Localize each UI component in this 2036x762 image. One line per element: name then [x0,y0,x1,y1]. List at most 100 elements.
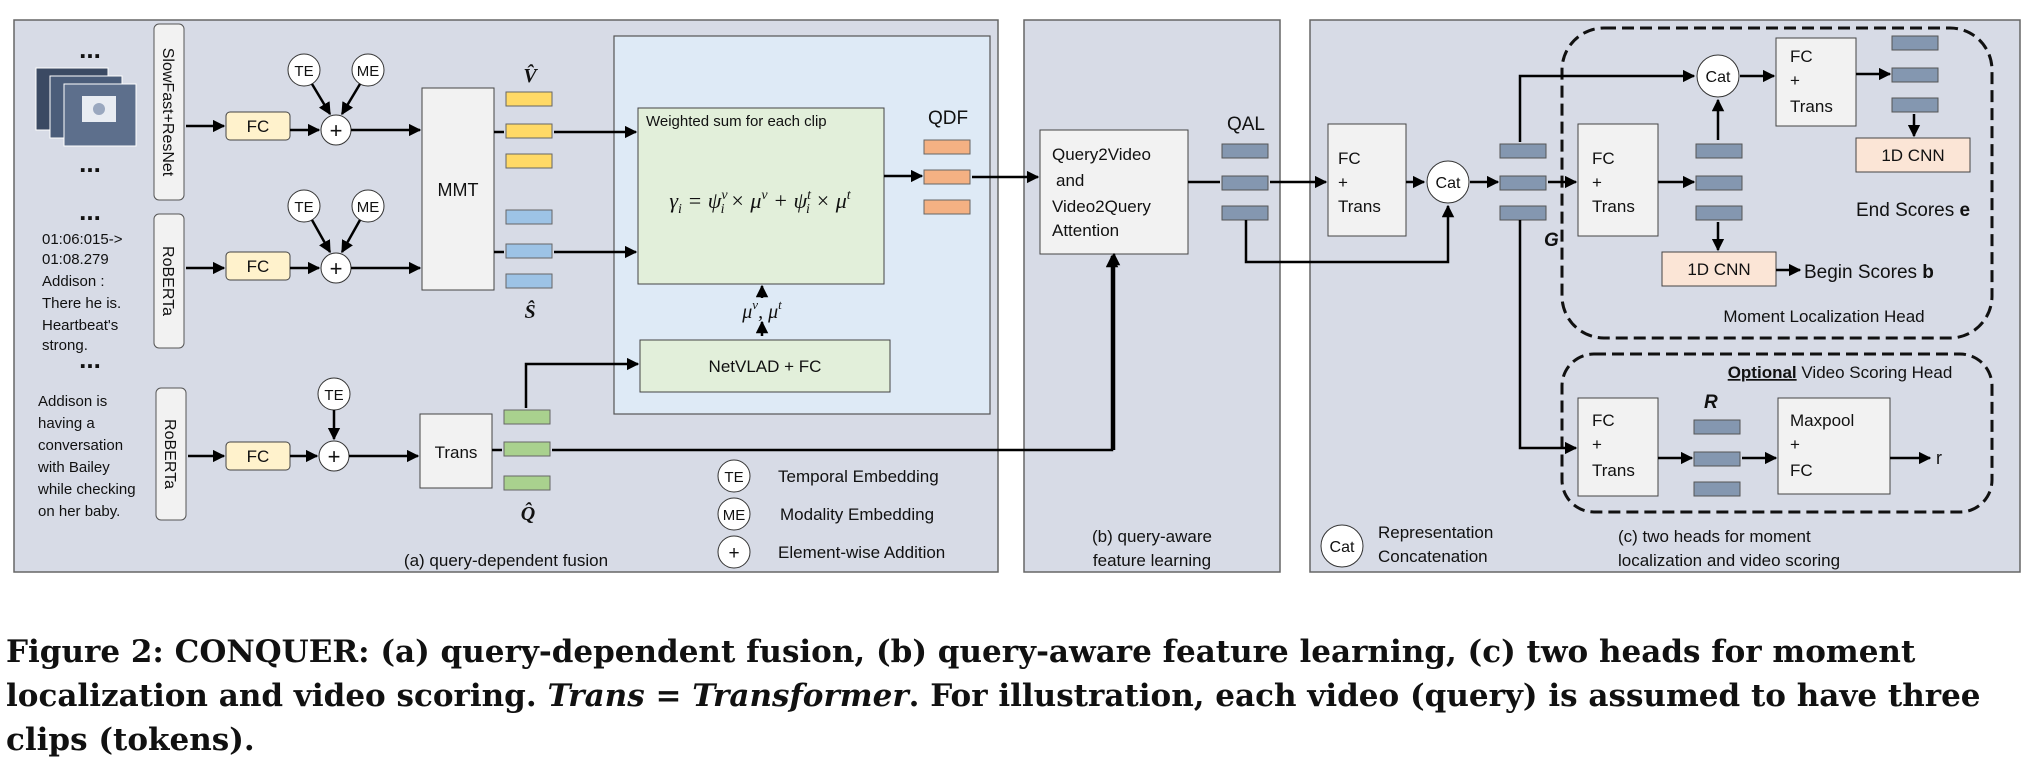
v-feature-1 [505,91,553,107]
moment-head-label: Moment Localization Head [1723,307,1924,326]
svg-text:Addison :: Addison : [42,273,105,290]
svg-text:Cat: Cat [1330,539,1355,556]
cnn-end [1855,137,1971,173]
end-feature-1 [1891,35,1939,51]
g-feature-3 [1499,205,1547,221]
netvlad-box [639,339,891,393]
weighted-sum-box [637,107,885,285]
arrows-bc [1107,67,1932,465]
svg-text:Trans: Trans [1790,97,1833,116]
qal-feature-3 [1221,205,1269,221]
legend-me-desc: Modality Embedding [780,505,934,524]
svg-text:+: + [328,444,341,469]
video-frames [35,67,137,147]
svg-text:Trans: Trans [1338,197,1381,216]
svg-text:There he is.: There he is. [42,295,121,312]
panel-b-label-2: feature learning [1093,551,1211,570]
mid-feature-3 [1695,205,1743,221]
svg-text:01:06:015->: 01:06:015-> [42,231,123,248]
svg-text:FC: FC [1592,149,1615,168]
caption-part-2: Trans = Transformer [547,678,909,714]
svg-text:+: + [1338,173,1348,192]
svg-text:TE: TE [324,387,343,404]
svg-text:Trans: Trans [435,443,478,462]
svg-text:Video2Query: Video2Query [1052,197,1151,216]
svg-text:+: + [728,543,739,564]
fc-trans-2 [1577,123,1659,237]
qdf-label: QDF [928,108,968,129]
svg-text:TE: TE [294,199,313,216]
svg-text:while checking: while checking [37,481,136,498]
svg-text:+: + [1592,173,1602,192]
fc-trans-3 [1775,37,1857,127]
svg-text:+: + [1592,435,1602,454]
panel-b-label-1: (b) query-aware [1092,527,1212,546]
svg-text:MMT: MMT [438,180,479,200]
v-feature-3 [505,153,553,169]
svg-text:+: + [330,256,343,281]
query-encoder-label: RoBERTa [161,419,178,489]
fc-trans-1 [1327,123,1407,237]
svg-text:1D CNN: 1D CNN [1687,260,1750,279]
q-hat-label: Q̂ [521,501,535,525]
fc-video [225,111,291,141]
figure-caption: Figure 2: CONQUER: (a) query-dependent f… [6,630,2026,762]
subtitle-encoder-box [153,213,185,349]
s-feature-3 [505,273,553,289]
qdf-feature-2 [923,169,971,185]
svg-text:FC: FC [1790,461,1813,480]
dots-2: ... [79,148,101,178]
te-circle-video [287,53,321,87]
svg-text:1D CNN: 1D CNN [1881,146,1944,165]
svg-text:on her baby.: on her baby. [38,503,120,520]
svg-text:FC: FC [1790,47,1813,66]
maxpool-fc-box [1777,397,1891,495]
legend-cat-circle [1320,524,1364,568]
svg-text:FC: FC [247,257,270,276]
r-feature-1 [1693,419,1741,435]
panel-b [1023,19,1281,573]
svg-text:+: + [1790,71,1800,90]
qdf-feature-3 [923,199,971,215]
qdf-feature-1 [923,139,971,155]
g-feature-2 [1499,175,1547,191]
fc-subtitle [225,251,291,281]
panel-c-label-2: localization and video scoring [1618,551,1840,570]
svg-text:FC: FC [247,117,270,136]
svg-text:Maxpool: Maxpool [1790,411,1854,430]
r-feature-2 [1693,451,1741,467]
arrows-a-left [186,83,422,463]
subtitle-text: 01:06:015-> 01:08.279 Addison : There he… [42,231,123,354]
cat-circle-2 [1696,54,1740,98]
svg-text:Cat: Cat [1706,69,1731,86]
svg-text:NetVLAD + FC: NetVLAD + FC [709,357,822,376]
panel-c-label-1: (c) two heads for moment [1618,527,1811,546]
mu-label: μv, μt [741,297,782,323]
end-feature-2 [1891,67,1939,83]
te-circle-subtitle [287,189,321,223]
svg-text:FC: FC [1592,411,1615,430]
v-hat-label: V̂ [523,63,538,87]
svg-text:having a: having a [38,415,95,432]
svg-text:Attention: Attention [1052,221,1119,240]
video-scoring-head-label: Optional Video Scoring Head [1728,363,1953,382]
svg-text:Heartbeat's: Heartbeat's [42,317,118,334]
q-feature-3 [503,475,551,491]
panel-a-label: (a) query-dependent fusion [404,551,608,570]
me-circle-video [351,53,385,87]
svg-text:Cat: Cat [1436,175,1461,192]
svg-text:conversation: conversation [38,437,123,454]
r-feature-3 [1693,481,1741,497]
video-encoder-label: SlowFast+ResNet [159,48,176,177]
v-feature-2 [505,123,553,139]
end-scores-label: End Scores e [1856,200,1970,221]
svg-text:ME: ME [357,199,380,216]
svg-text:01:08.279: 01:08.279 [42,251,109,268]
q2v-attention-box [1039,129,1189,255]
legend-cat-desc-2: Concatenation [1378,547,1488,566]
g-feature-1 [1499,143,1547,159]
trans-query-block [419,413,493,489]
svg-text:FC: FC [247,447,270,466]
qal-feature-2 [1221,175,1269,191]
